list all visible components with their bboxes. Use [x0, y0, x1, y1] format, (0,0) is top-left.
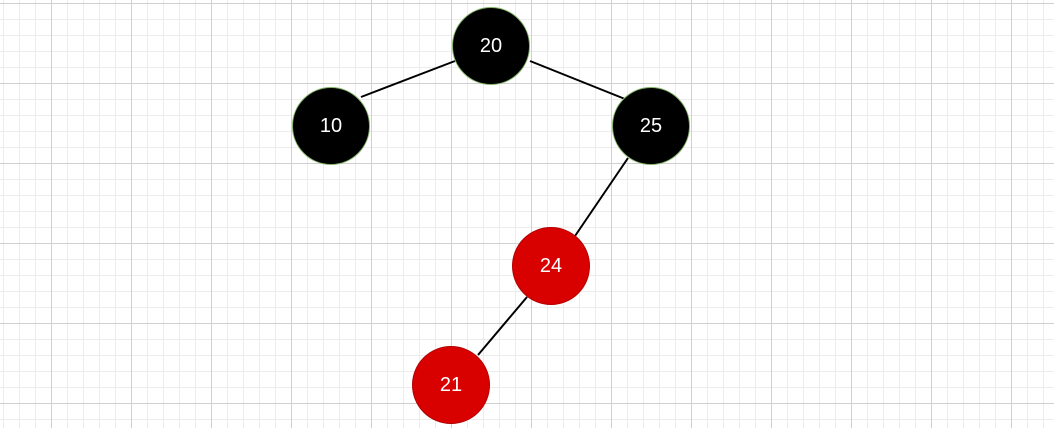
edge-20-25	[529, 60, 626, 100]
tree-node-24[interactable]: 24	[512, 227, 590, 305]
tree-node-10[interactable]: 10	[292, 87, 370, 165]
edge-25-24	[574, 157, 629, 237]
edge-24-21	[477, 296, 528, 356]
edge-20-10	[360, 60, 456, 98]
node-label: 21	[439, 373, 463, 396]
node-label: 10	[319, 114, 343, 137]
node-label: 20	[479, 34, 503, 57]
tree-node-20[interactable]: 20	[452, 7, 530, 85]
tree-node-25[interactable]: 25	[612, 87, 690, 165]
node-label: 25	[639, 114, 663, 137]
node-label: 24	[539, 254, 563, 277]
tree-node-21[interactable]: 21	[412, 346, 490, 424]
